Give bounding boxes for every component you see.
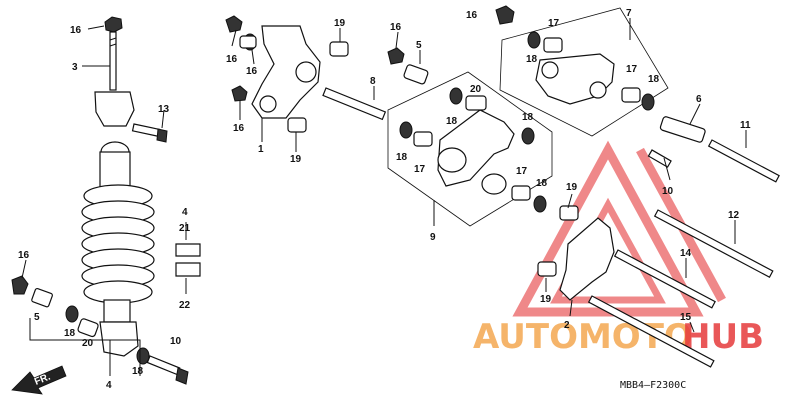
callout-18: 18 [64, 328, 76, 339]
callout-4: 4 [106, 380, 112, 391]
callout-17: 17 [548, 18, 560, 29]
callout-14: 14 [680, 248, 692, 259]
callout-10: 10 [662, 186, 674, 197]
shock-spring [81, 184, 155, 304]
callout-12: 12 [728, 210, 740, 221]
shock-top-nut [104, 16, 123, 33]
callout-5: 5 [34, 312, 40, 323]
callout-5: 5 [416, 40, 422, 51]
callout-17: 17 [414, 164, 426, 175]
callout-2: 2 [564, 320, 570, 331]
callout-16: 16 [466, 10, 478, 21]
callout-18: 18 [522, 112, 534, 123]
drawing-code: MBB4—F2300C [620, 380, 686, 391]
cushion-bracket [559, 217, 615, 301]
callout-22: 22 [179, 300, 191, 311]
callout-7: 7 [626, 8, 632, 19]
callout-8: 8 [370, 76, 376, 87]
shock-link-assembly [387, 71, 553, 227]
callout-4: 4 [182, 207, 188, 218]
callout-16: 16 [390, 22, 402, 33]
callout-10: 10 [170, 336, 182, 347]
leader-lines [21, 18, 747, 333]
watermark-text-hub: HUB [682, 317, 764, 357]
callout-19: 19 [566, 182, 578, 193]
shock-absorber [11, 16, 201, 385]
callout-9: 9 [430, 232, 436, 243]
callout-18: 18 [536, 178, 548, 189]
callout-13: 13 [158, 104, 170, 115]
callout-18: 18 [132, 366, 144, 377]
link-plate-assembly [499, 7, 669, 137]
callout-16: 16 [226, 54, 238, 65]
callout-19: 19 [540, 294, 552, 305]
callout-17: 17 [626, 64, 638, 75]
shock-upper-mount [94, 91, 135, 127]
shock-lower-eye [99, 321, 139, 357]
callout-19: 19 [334, 18, 346, 29]
callout-16: 16 [233, 123, 245, 134]
callout-11: 11 [740, 120, 751, 131]
callout-20: 20 [82, 338, 94, 349]
callout-17: 17 [516, 166, 528, 177]
callout-20: 20 [470, 84, 482, 95]
callout-16: 16 [70, 25, 82, 36]
callout-21: 21 [179, 223, 191, 234]
callout-1: 1 [258, 144, 264, 155]
shock-arm-assembly [225, 15, 387, 133]
callout-18: 18 [396, 152, 408, 163]
callout-16: 16 [18, 250, 30, 261]
callout-3: 3 [72, 62, 78, 73]
callout-16: 16 [246, 66, 258, 77]
shock-arm [251, 25, 321, 119]
callout-18: 18 [526, 54, 538, 65]
callout-18: 18 [446, 116, 458, 127]
callout-18: 18 [648, 74, 660, 85]
callout-15: 15 [680, 312, 692, 323]
callout-6: 6 [696, 94, 702, 105]
callout-labels: 16 3 13 4 21 22 16 5 18 20 10 18 4 16 16… [18, 8, 751, 391]
callout-19: 19 [290, 154, 302, 165]
shock-rod [109, 31, 117, 91]
front-direction-arrow: FR. [11, 365, 67, 395]
